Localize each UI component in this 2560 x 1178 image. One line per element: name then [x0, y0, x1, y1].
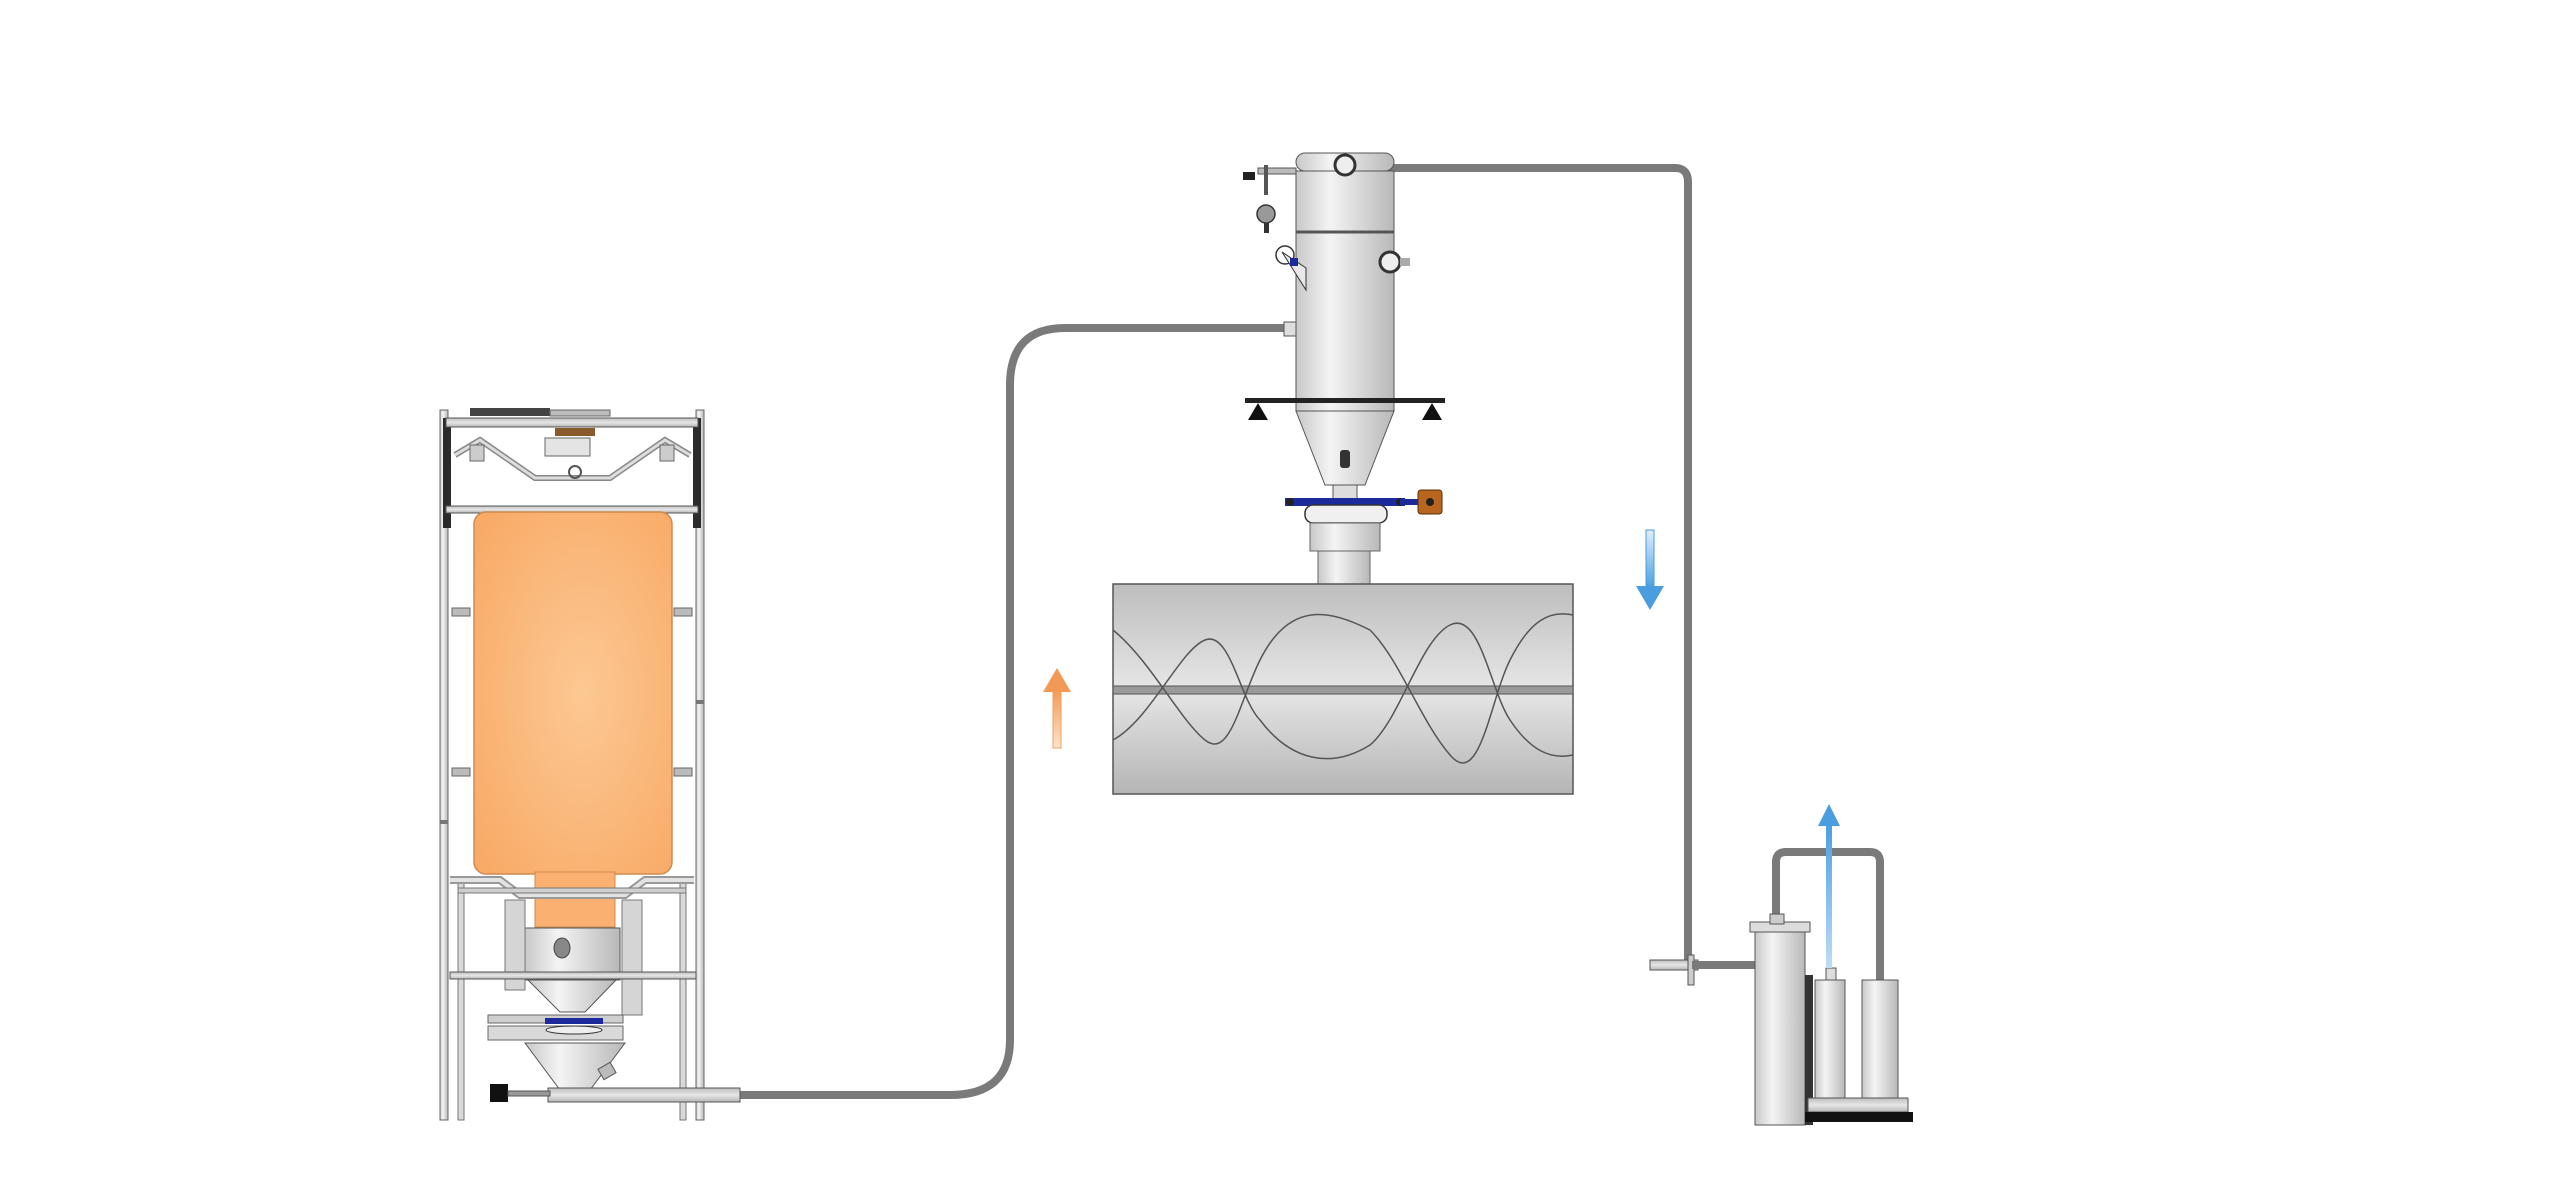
discharge-hopper — [524, 927, 621, 981]
frame-corner-left — [443, 418, 451, 528]
top-rail — [549, 409, 611, 417]
pickup-adapter — [547, 1087, 741, 1103]
screw-mixer — [1112, 549, 1574, 795]
frame-beam-lower — [449, 971, 697, 980]
top-hoist — [470, 408, 550, 416]
vacuum-pump-unit — [1649, 913, 1913, 1126]
frame-post-inner-left — [457, 879, 465, 1121]
discharge-valve-body — [1304, 504, 1388, 524]
material-inlet — [1283, 321, 1297, 337]
frame-top-beam — [445, 417, 699, 428]
mixer-inlet-neck — [1317, 549, 1371, 586]
inspection-port — [553, 937, 571, 959]
pump-panel — [1805, 975, 1813, 1125]
pressure-valve-icon — [1243, 165, 1297, 233]
receiver-cone — [1295, 410, 1395, 486]
hoist-block — [555, 428, 595, 436]
screw-flight-1 — [1112, 613, 1574, 764]
receiver-body — [1295, 170, 1395, 412]
frame-corner-right — [693, 418, 701, 528]
side-sight-glass — [1378, 250, 1402, 274]
exhaust-arrow — [1818, 804, 1840, 968]
material-pipe — [736, 324, 1289, 1099]
top-sight-glass — [1333, 153, 1357, 177]
hook-icon — [568, 465, 582, 479]
bulk-bag-discharger — [439, 408, 741, 1121]
frame-post-left — [439, 409, 449, 1121]
level-sensor — [1340, 450, 1350, 468]
bag-spout — [534, 871, 616, 928]
screw-flight-2 — [1112, 622, 1574, 760]
vacuum-receiver — [1243, 152, 1445, 552]
actuator-shaft — [1400, 499, 1420, 505]
support-foot-left — [1248, 403, 1268, 420]
support-foot-right — [1422, 403, 1442, 420]
silencer-left — [1814, 979, 1846, 1101]
bulk-bag — [473, 511, 673, 875]
material-flow-arrow — [1043, 668, 1071, 749]
frame-post-right — [695, 409, 705, 1121]
vacuum-pipe — [1386, 164, 1692, 969]
mixer-shaft — [1112, 685, 1574, 695]
filter-housing — [1754, 929, 1806, 1126]
hopper-cone — [526, 979, 618, 1013]
discharge-flange — [1285, 498, 1405, 506]
silencer-right — [1861, 979, 1899, 1101]
air-to-pump-arrow — [1636, 529, 1664, 610]
frame-post-inner-right — [679, 879, 687, 1121]
pump-skid — [1805, 1112, 1913, 1122]
air-inlet-valve — [490, 1084, 508, 1102]
receiver-support — [1245, 398, 1445, 403]
clamp-ring — [545, 1018, 603, 1024]
pump-base — [1807, 1097, 1909, 1113]
